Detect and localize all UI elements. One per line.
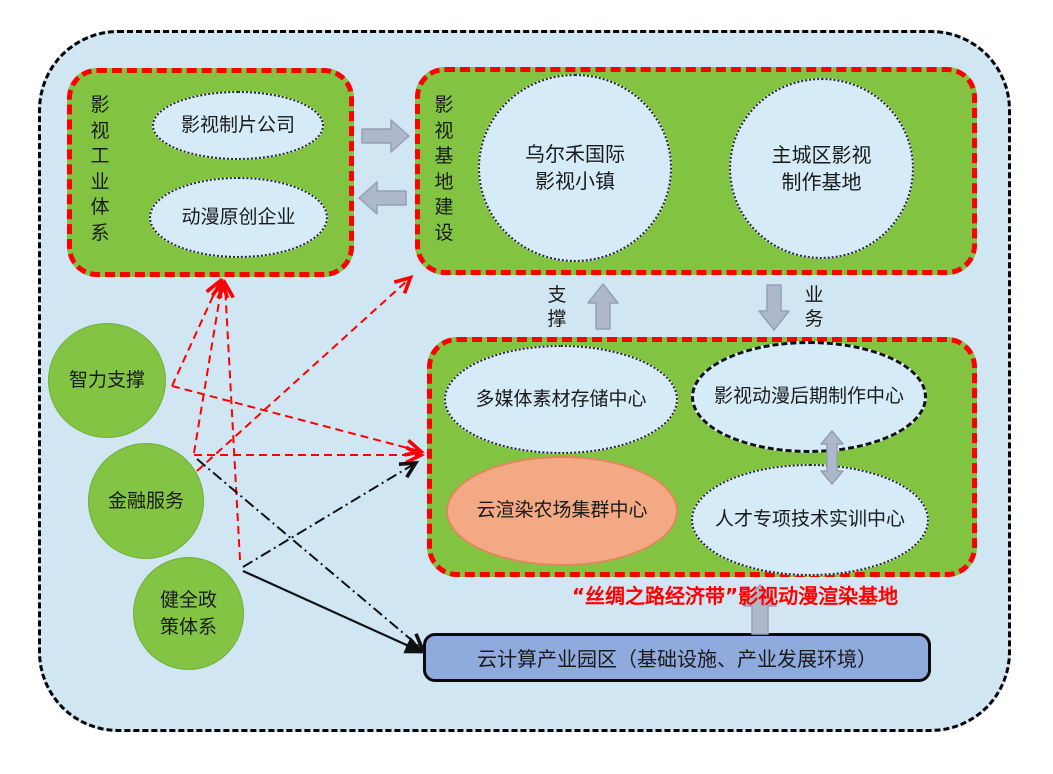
intelligence-support-circle: 智力支撑 <box>48 323 166 438</box>
wuerhe-town-circle: 乌尔禾国际 影视小镇 <box>478 74 672 262</box>
support-flow-label: 支 撑 <box>547 284 567 330</box>
policy-system-circle: 健全政 策体系 <box>133 557 244 670</box>
business-flow-label: 业 务 <box>804 284 824 330</box>
main-city-base-circle: 主城区影视 制作基地 <box>729 78 914 259</box>
cloud-render-farm-ellipse: 云渲染农场集群中心 <box>446 456 678 566</box>
financial-service-circle: 金融服务 <box>88 443 204 559</box>
film-production-ellipse: 影视制片公司 <box>152 91 324 160</box>
silk-road-caption: “丝绸之路经济带”影视动漫渲染基地 <box>571 584 899 608</box>
animation-original-ellipse: 动漫原创企业 <box>149 177 328 258</box>
talent-training-ellipse: 人才专项技术实训中心 <box>691 464 929 576</box>
multimedia-storage-ellipse: 多媒体素材存储中心 <box>444 345 678 454</box>
film-industry-label: 影 视 工 业 体 系 <box>90 94 110 244</box>
cloud-park-rect: 云计算产业园区（基础设施、产业发展环境） <box>423 633 931 682</box>
post-production-ellipse: 影视动漫后期制作中心 <box>691 341 927 453</box>
film-base-label: 影 视 基 地 建 设 <box>434 94 454 244</box>
